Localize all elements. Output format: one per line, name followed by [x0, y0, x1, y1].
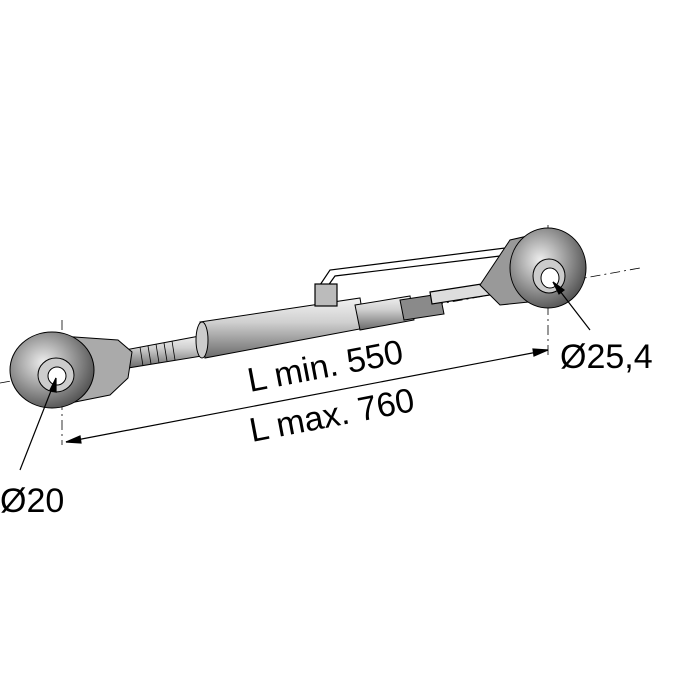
main-tube [195, 293, 445, 359]
right-bore-diameter-label: Ø25,4 [560, 338, 653, 376]
length-dimension-line [65, 348, 549, 444]
left-bore-diameter-label: Ø20 [0, 482, 64, 520]
right-eye [479, 227, 587, 309]
left-eye [9, 331, 133, 409]
bore-leaders [19, 281, 591, 471]
